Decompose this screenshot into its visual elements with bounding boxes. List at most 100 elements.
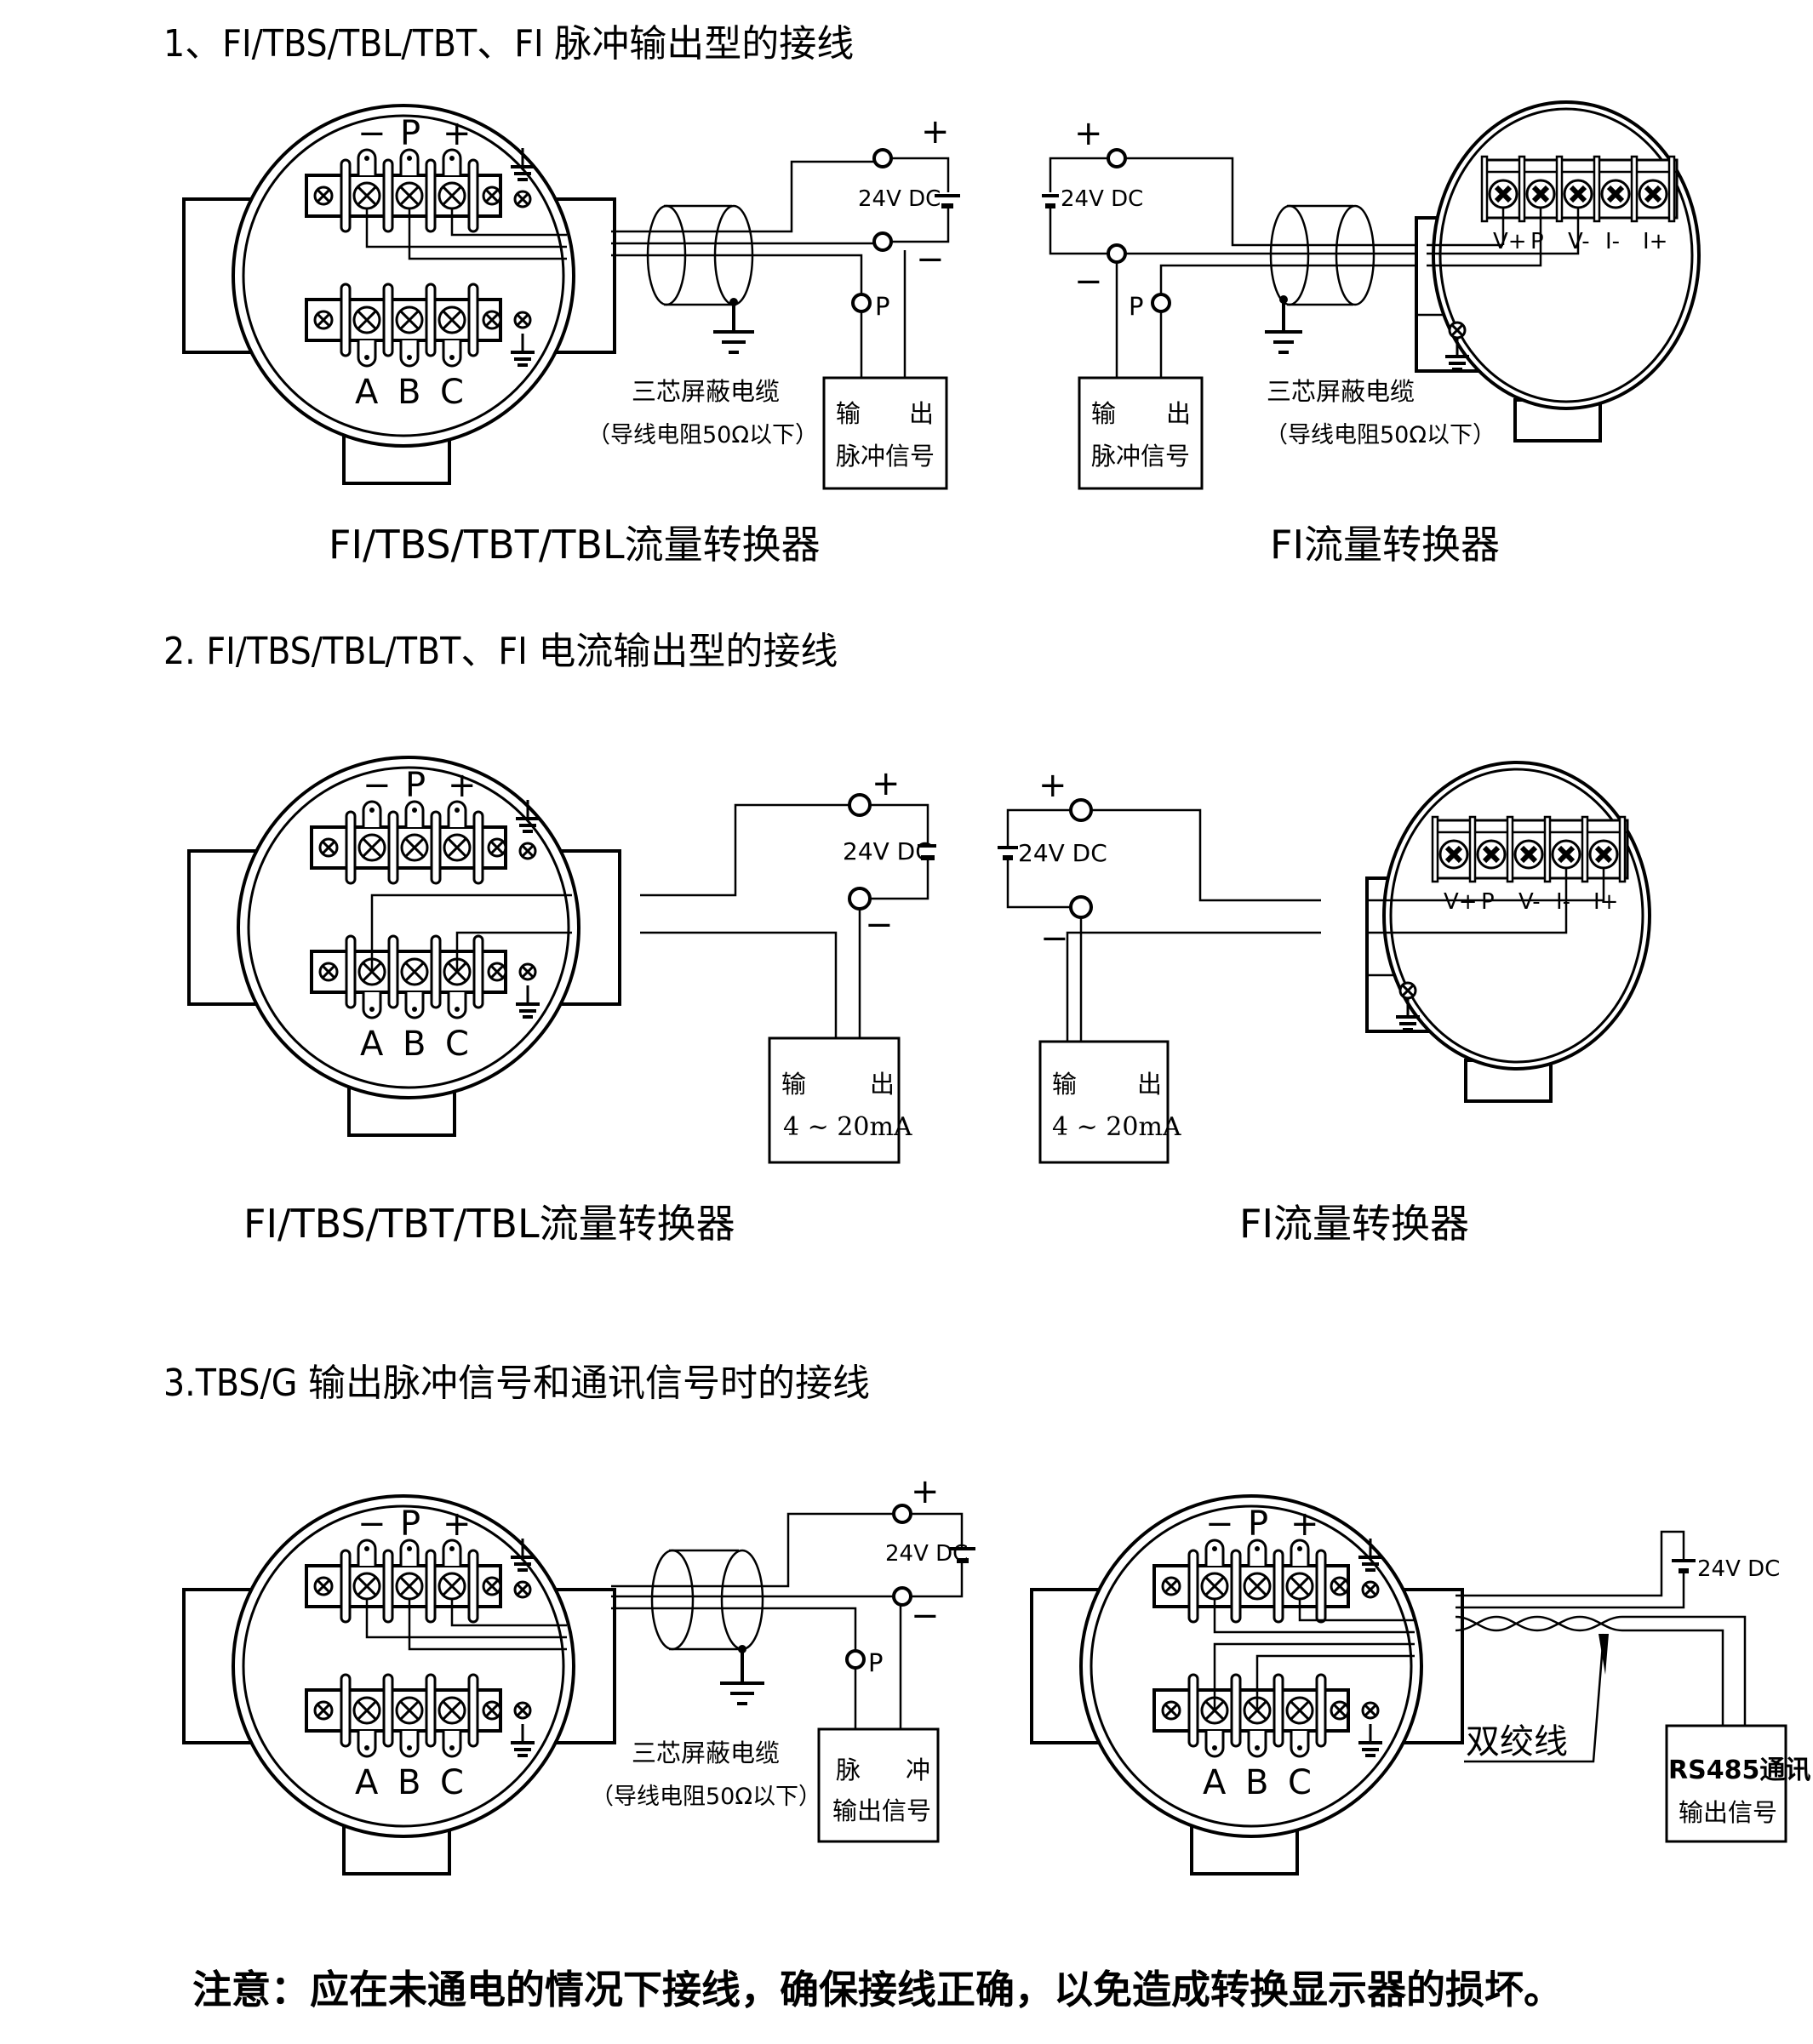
power-label: 24V DC	[858, 186, 941, 212]
terminal-lug	[362, 800, 382, 827]
terminal-label-b: B	[397, 373, 420, 412]
terminal-divider	[382, 1549, 394, 1624]
cable-spec-label: （导线电阻50Ω以下）	[587, 422, 818, 448]
power-label: 24V DC	[843, 837, 932, 865]
terminal-lug	[357, 1731, 377, 1758]
output-box-text: 出	[1166, 399, 1191, 428]
terminal-label-a: A	[360, 1025, 384, 1064]
terminal-divider	[340, 158, 352, 233]
terminal-divider	[1230, 1549, 1242, 1624]
section-3-left-wiring: + − 24V DC P 脉 冲 输出信号 三芯屏蔽电缆 （导线电阻50Ω以下）	[591, 1472, 975, 1843]
terminal-lug	[442, 1731, 462, 1758]
terminal-lug	[442, 1539, 462, 1566]
p-label: P	[875, 292, 890, 321]
rs485-output-box	[1665, 1724, 1787, 1843]
terminal-divider	[425, 1549, 437, 1624]
power-label: 24V DC	[1061, 186, 1143, 212]
rs485-output-label: 输出信号	[1679, 1798, 1777, 1827]
section-2-right-wiring: + − 24V DC 输 出 4 ~ 20mA	[998, 766, 1321, 1164]
twisted-pair-label: 双绞线	[1466, 1722, 1568, 1761]
terminal-label-minus: −	[1205, 1504, 1234, 1544]
fi-housing-inner	[1438, 107, 1694, 403]
minus-label: −	[916, 240, 945, 279]
output-box-text: 4 ~ 20mA	[783, 1112, 912, 1142]
section-1-right-caption: FI流量转换器	[1270, 522, 1500, 568]
fi-terminal-label-v-plus: V+	[1444, 889, 1478, 915]
output-box-text: 冲	[906, 1756, 930, 1784]
terminal-label-b: B	[397, 1763, 420, 1802]
terminal-label-plus: +	[443, 1504, 472, 1544]
internal-wire	[1367, 868, 1568, 934]
terminal-lug	[399, 340, 420, 368]
warning-note: 注意：应在未通电的情况下接线，确保接线正确，以免造成转换显示器的损坏。	[192, 1967, 1563, 2013]
terminal-lug	[399, 1539, 420, 1566]
power-label: 24V DC	[1018, 839, 1107, 867]
internal-wire	[408, 1598, 567, 1651]
terminal-divider	[472, 810, 484, 885]
cable-spec-label: （导线电阻50Ω以下）	[1265, 422, 1496, 448]
terminal-divider	[340, 1549, 352, 1624]
terminal-label-c: C	[1288, 1763, 1312, 1802]
terminal-label-minus: −	[363, 766, 392, 805]
fi-terminal-label-i-minus: I-	[1556, 889, 1570, 915]
minus-label: −	[865, 905, 894, 945]
pulse-output-box	[1078, 376, 1204, 490]
section-2-right-caption: FI流量转换器	[1239, 1201, 1469, 1247]
terminal-label-plus: +	[1290, 1504, 1319, 1544]
internal-wire	[455, 931, 572, 972]
section-1-left-caption: FI/TBS/TBT/TBL流量转换器	[329, 522, 821, 568]
converter-housing-inner	[242, 114, 565, 437]
output-box-text: 出	[870, 1070, 895, 1099]
shielded-cable-icon	[1265, 204, 1375, 354]
terminal-divider	[340, 1673, 352, 1748]
terminal-divider	[467, 1673, 479, 1748]
output-box-text: 输	[781, 1070, 806, 1099]
output-box-text: 输	[836, 399, 861, 428]
terminal-label-plus: +	[448, 766, 477, 805]
plus-label: +	[872, 764, 901, 803]
fi-terminal-label-i-plus: I+	[1593, 889, 1618, 915]
terminal-lug	[447, 992, 467, 1019]
terminal-lug	[442, 340, 462, 368]
terminal-label-p: P	[1248, 1504, 1268, 1544]
terminal-label-plus: +	[443, 114, 472, 153]
fi-terminal-label-p: P	[1481, 889, 1495, 915]
terminal-plus-icon	[872, 148, 893, 168]
terminal-label-a: A	[355, 373, 379, 412]
fi-terminal-divider	[1581, 815, 1589, 883]
internal-wire	[1255, 1654, 1415, 1710]
terminal-divider	[425, 283, 437, 357]
fi-terminal-label-i-plus: I+	[1643, 229, 1667, 254]
terminal-divider	[382, 1673, 394, 1748]
terminal-minus-icon	[872, 231, 893, 252]
internal-wire	[1213, 1642, 1415, 1710]
plus-label: +	[1038, 766, 1067, 805]
terminal-label-p: P	[405, 766, 426, 805]
terminal-label-c: C	[440, 373, 464, 412]
terminal-divider	[467, 158, 479, 233]
twisted-pair-icon	[1455, 1615, 1747, 1726]
terminal-divider	[387, 810, 399, 885]
terminal-divider	[345, 934, 357, 1009]
output-box-text: 脉冲信号	[836, 442, 935, 471]
terminal-divider	[1315, 1549, 1327, 1624]
terminal-label-p: P	[400, 1504, 420, 1544]
terminal-divider	[467, 283, 479, 357]
terminal-lug	[357, 1539, 377, 1566]
terminal-divider	[387, 934, 399, 1009]
terminal-label-p: P	[400, 114, 420, 153]
terminal-label-a: A	[1203, 1763, 1227, 1802]
output-box-text: 脉	[836, 1756, 861, 1784]
fi-terminal-divider	[1667, 155, 1676, 223]
converter-housing-inner	[1090, 1504, 1413, 1828]
terminal-lug	[442, 148, 462, 175]
fi-terminal-divider	[1480, 155, 1489, 223]
fi-terminal-divider	[1468, 815, 1477, 883]
section-2-left-wiring: + − 24V DC 输 出 4 ~ 20mA	[640, 764, 936, 1164]
fi-terminal-divider	[1518, 155, 1526, 223]
output-box-text: 输出信号	[832, 1796, 931, 1825]
output-box-text: 出	[1137, 1070, 1162, 1099]
